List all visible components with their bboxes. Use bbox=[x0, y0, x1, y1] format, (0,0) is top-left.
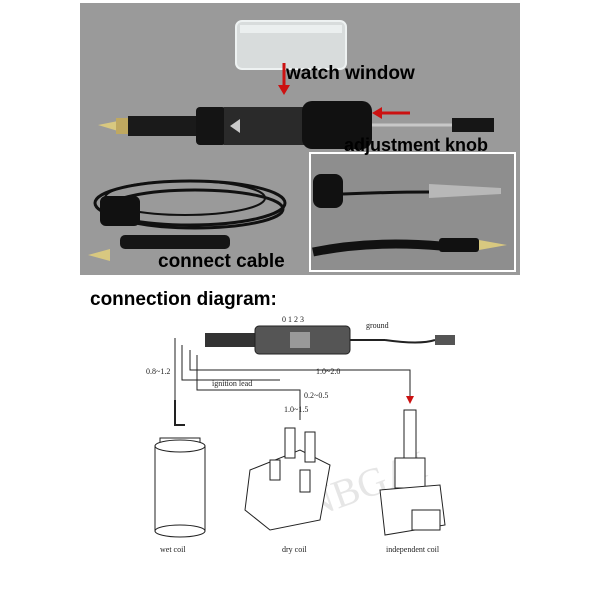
spark-tester-photo bbox=[88, 20, 494, 261]
product-photo: watch window adjustment knob connect cab… bbox=[80, 3, 520, 275]
gap-independent-label: 1.0~2.0 bbox=[316, 367, 340, 376]
diagram-ground-clip bbox=[435, 335, 455, 345]
diagram-ground-wire bbox=[384, 339, 436, 344]
wet-coil-label: wet coil bbox=[160, 545, 186, 554]
independent-arrow-head bbox=[406, 396, 414, 404]
inset-plug-tip bbox=[479, 240, 507, 250]
inset-clip-photo bbox=[312, 174, 507, 257]
inset-boot bbox=[313, 174, 343, 208]
diagram-tester bbox=[205, 325, 455, 355]
independent-coil-drawing bbox=[379, 409, 446, 536]
inset-coil-cable bbox=[312, 239, 442, 257]
watch-window-label: watch window bbox=[286, 63, 415, 84]
dry-coil-label: dry coil bbox=[282, 545, 307, 554]
probe-brass bbox=[116, 118, 130, 134]
cable-plug bbox=[120, 235, 230, 249]
scale-label: 0 1 2 3 bbox=[282, 315, 304, 324]
gap-dry-a-label: 0.2~0.5 bbox=[304, 391, 328, 400]
diagram-window bbox=[290, 332, 310, 348]
inset-photo bbox=[309, 152, 516, 272]
gap-dry-b-label: 1.0~1.5 bbox=[284, 405, 308, 414]
gap-brackets bbox=[174, 338, 411, 420]
probe-tip bbox=[98, 121, 118, 131]
body-right-cap bbox=[302, 101, 372, 149]
cable-boot bbox=[100, 196, 140, 226]
ground-label: ground bbox=[366, 321, 389, 330]
alligator-clip bbox=[429, 184, 501, 198]
probe-handle bbox=[128, 116, 198, 136]
glass-highlight bbox=[240, 25, 342, 33]
adjustment-knob bbox=[452, 118, 494, 132]
ignition-lead-label: ignition lead bbox=[212, 379, 252, 388]
connect-cable-label: connect cable bbox=[158, 251, 285, 272]
dry-coil-drawing bbox=[244, 427, 331, 531]
adjustment-knob-label: adjustment knob bbox=[344, 135, 489, 155]
electrode-left bbox=[230, 119, 240, 133]
wet-coil-drawing bbox=[154, 400, 206, 538]
watch-window-arrow-head bbox=[278, 85, 290, 95]
inset-wire bbox=[342, 190, 432, 196]
body-left-cap bbox=[196, 107, 226, 145]
gap-wet-label: 0.8~1.2 bbox=[146, 367, 170, 376]
cable-tip bbox=[88, 249, 110, 261]
independent-coil-label: independent coil bbox=[386, 545, 440, 554]
inset-plug bbox=[439, 238, 479, 252]
diagram-probe bbox=[205, 333, 255, 347]
diagram-title: connection diagram: bbox=[90, 289, 277, 310]
knob-arrow-head bbox=[372, 107, 382, 119]
